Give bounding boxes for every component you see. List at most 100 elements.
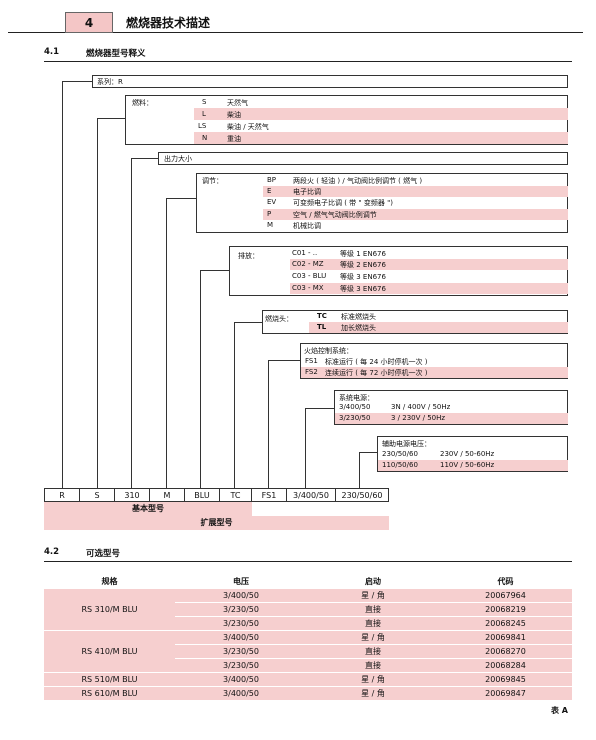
emission-box: 排放： C01 - .. 等级 1 EN676 C02 - MZ 等级 2 EN…: [229, 246, 568, 296]
voltage-cell: 3/230/50: [175, 658, 307, 673]
regulation-code: BP: [267, 176, 277, 184]
connector: [200, 270, 201, 488]
fuel-code: S: [202, 98, 207, 106]
table-row: RS 410/M BLU 3/400/50 星 / 角 20069841: [44, 630, 572, 673]
power-row: 3/230/50 3 / 230V / 50Hz: [335, 413, 568, 424]
section-number: 4.1: [44, 47, 60, 57]
start-cell: 星 / 角: [307, 686, 439, 701]
emission-row: C03 - MX 等级 3 EN676: [290, 283, 568, 294]
fuel-row: S 天然气: [194, 96, 568, 108]
power-label: 系统电源：: [339, 394, 374, 402]
head-code: TC: [317, 312, 327, 320]
aux-code: 110/50/60: [382, 461, 418, 469]
voltage-cell: 3/400/50: [175, 589, 307, 603]
start-cell: 星 / 角: [307, 630, 439, 645]
code-cell: 20068284: [439, 658, 572, 673]
model-name: RS 410/M BLU: [44, 630, 175, 673]
connector: [62, 81, 92, 82]
aux-box: 辅助电源电压： 230/50/60 230V / 50-60Hz 110/50/…: [377, 436, 568, 472]
connector: [234, 322, 262, 323]
code-cell: 20068219: [439, 602, 572, 617]
connector: [131, 158, 132, 488]
emission-text: 等级 1 EN676: [340, 250, 386, 258]
model-cell: BLU: [184, 488, 220, 502]
flame-row: FS2 连续运行 ( 每 72 小时停机一次 ): [301, 367, 568, 378]
power-code: 3/230/50: [339, 414, 371, 422]
model-name: RS 610/M BLU: [44, 686, 175, 701]
model-name: RS 510/M BLU: [44, 672, 175, 687]
regulation-text: 空气 / 燃气气动阀比例调节: [293, 211, 377, 219]
table-caption: 表 A: [551, 706, 568, 715]
fuel-code: N: [202, 134, 208, 142]
regulation-row: EV 可变频电子比调 ( 带 " 变频器 "): [263, 197, 568, 209]
flame-text: 标准运行 ( 每 24 小时停机一次 ): [325, 358, 428, 366]
connector: [166, 198, 196, 199]
table-row: RS 510/M BLU 3/400/50 星 / 角 20069845: [44, 672, 572, 687]
fuel-code: LS: [198, 122, 207, 130]
model-cell: 3/400/50: [286, 488, 336, 502]
power-text: 3 / 230V / 50Hz: [391, 414, 446, 422]
emission-code: C03 - BLU: [292, 272, 327, 280]
model-cell: 230/50/60: [335, 488, 389, 502]
head-row: TL 加长燃烧头: [309, 322, 568, 333]
connector: [268, 360, 300, 361]
section-number: 4.2: [44, 547, 60, 557]
model-cell: 310: [114, 488, 150, 502]
table-row: RS 610/M BLU 3/400/50 星 / 角 20069847: [44, 686, 572, 701]
voltage-cell: 3/400/50: [175, 686, 307, 701]
regulation-text: 电子比调: [293, 188, 321, 196]
table-row: 3/230/50 直接 20068270: [44, 644, 572, 659]
section-title: 可选型号: [86, 549, 121, 559]
head-text: 标准燃烧头: [341, 313, 376, 321]
connector: [359, 452, 377, 453]
head-label: 燃烧头：: [265, 315, 293, 323]
flame-label: 火焰控制系统：: [304, 347, 353, 355]
emission-row: C03 - BLU 等级 3 EN676: [290, 271, 568, 282]
emission-row: C01 - .. 等级 1 EN676: [290, 248, 568, 259]
voltage-cell: 3/230/50: [175, 616, 307, 631]
flame-row: FS1 标准运行 ( 每 24 小时停机一次 ): [301, 356, 568, 367]
aux-row: 110/50/60 110V / 50-60Hz: [378, 460, 568, 471]
regulation-row: P 空气 / 燃气气动阀比例调节: [263, 209, 568, 220]
head-box: 燃烧头： TC 标准燃烧头 TL 加长燃烧头: [262, 310, 568, 334]
fuel-text: 天然气: [227, 99, 248, 107]
flame-box: 火焰控制系统： FS1 标准运行 ( 每 24 小时停机一次 ) FS2 连续运…: [300, 343, 568, 379]
head-text: 加长燃烧头: [341, 324, 376, 332]
fuel-box: 燃料： S 天然气 L 柴油 LS 柴油 / 天然气 N 重油: [125, 95, 568, 145]
power-text: 3N / 400V / 50Hz: [391, 403, 451, 411]
aux-text: 230V / 50-60Hz: [440, 450, 495, 458]
flame-code: FS2: [305, 368, 318, 376]
start-cell: 直接: [307, 616, 439, 631]
head-row: TC 标准燃烧头: [309, 311, 568, 322]
table-row: RS 310/M BLU 3/400/50 星 / 角 20067964: [44, 589, 572, 631]
options-table: 规格 电压 启动 代码 RS 310/M BLU 3/400/50 星 / 角 …: [44, 573, 572, 701]
model-cell: FS1: [251, 488, 287, 502]
aux-label: 辅助电源电压：: [382, 440, 431, 448]
connector: [200, 270, 229, 271]
start-cell: 星 / 角: [307, 672, 439, 687]
emission-text: 等级 2 EN676: [340, 261, 386, 269]
regulation-row: M 机械比调: [263, 220, 568, 232]
voltage-cell: 3/230/50: [175, 602, 307, 617]
regulation-text: 可变频电子比调 ( 带 " 变频器 "): [293, 199, 394, 207]
series-box: 系列：R: [92, 75, 568, 88]
emission-text: 等级 3 EN676: [340, 273, 386, 281]
connector: [97, 118, 125, 119]
output-label: 出力大小: [164, 155, 192, 163]
power-code: 3/400/50: [339, 403, 371, 411]
start-cell: 直接: [307, 658, 439, 673]
regulation-label: 调节：: [202, 177, 223, 185]
fuel-row: L 柴油: [194, 108, 568, 120]
model-cell: M: [149, 488, 185, 502]
fuel-code: L: [202, 110, 206, 118]
column-header: 电压: [233, 576, 249, 586]
start-cell: 直接: [307, 602, 439, 617]
table-row: 3/230/50 直接 20068245: [44, 616, 572, 631]
chapter-title: 燃烧器技术描述: [126, 16, 211, 30]
section-rule: [44, 561, 572, 562]
connector: [62, 81, 63, 488]
column-header: 规格: [101, 576, 118, 586]
chapter-header: 4 燃烧器技术描述: [8, 12, 583, 33]
fuel-row: N 重油: [194, 132, 568, 144]
emission-text: 等级 3 EN676: [340, 285, 386, 293]
